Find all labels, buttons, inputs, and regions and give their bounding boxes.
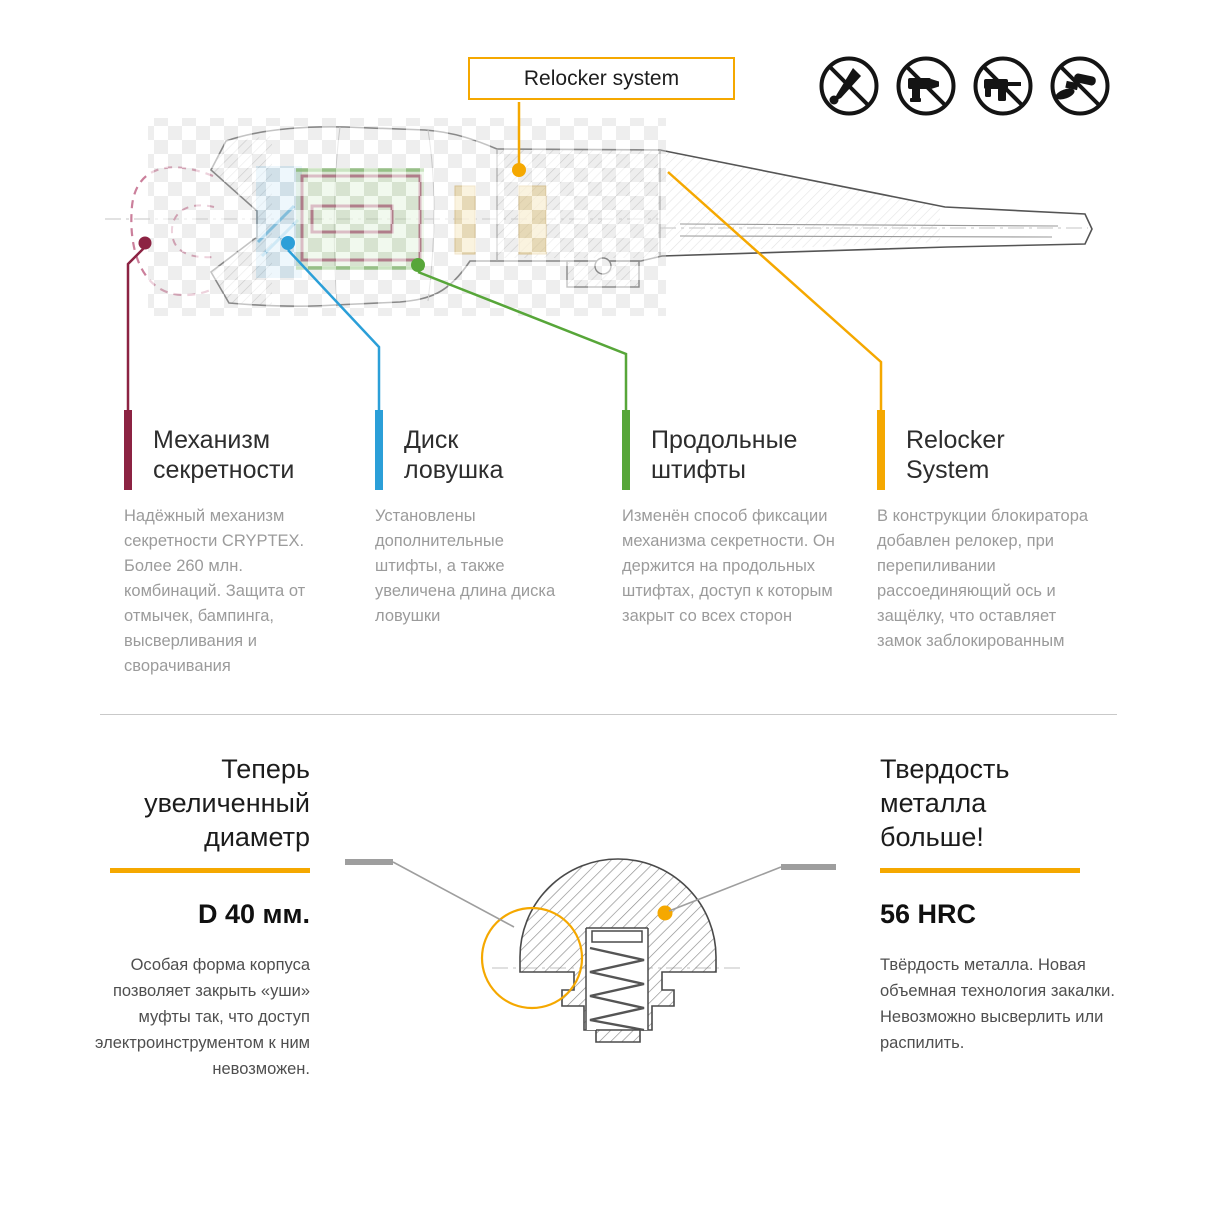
callout-color-bar	[375, 410, 383, 490]
callout-secret-mechanism: Механизм секретности Надёжный механизм с…	[124, 410, 322, 679]
pixelated-overlay	[148, 118, 666, 316]
diameter-feature-block: Теперь увеличенный диаметр D 40 мм. Особ…	[75, 752, 310, 1082]
diameter-highlight-circle	[480, 906, 584, 1010]
callout-title: Механизм секретности	[153, 426, 295, 484]
callout-title: Продольные штифты	[651, 426, 798, 484]
callout-body: В конструкции блокиратора добавлен релок…	[877, 507, 1089, 650]
callout-trap-disc: Диск ловушка Установлены дополнительные …	[375, 410, 567, 629]
no-engraver-icon	[819, 56, 879, 116]
yellow-dot	[512, 163, 526, 177]
lock-internal-zones	[148, 118, 666, 316]
no-drill-icon	[896, 56, 956, 116]
pin-section-drawing	[345, 858, 836, 1043]
relocker-system-callout-box: Relocker system	[468, 57, 735, 100]
callout-color-bar	[877, 410, 885, 490]
hardness-feature-block: Твердость металла больше! 56 HRC Твёрдос…	[880, 752, 1120, 1056]
feature-title: Теперь увеличенный диаметр	[144, 754, 310, 852]
section-divider	[100, 714, 1117, 715]
feature-body: Особая форма корпуса позволяет закрыть «…	[95, 956, 310, 1078]
callout-color-bar	[124, 410, 132, 490]
hardness-value: 56 HRC	[880, 899, 977, 929]
feature-title: Твердость металла больше!	[880, 754, 1010, 852]
no-hammer-drill-icon	[973, 56, 1033, 116]
yellow-underline	[110, 868, 310, 873]
blue-dot	[281, 236, 295, 250]
diameter-value: D 40 мм.	[198, 899, 310, 929]
prohibited-tools-row	[818, 55, 1111, 117]
relocker-box-label: Relocker system	[523, 66, 680, 90]
callout-relocker-system: Relocker System В конструкции блокиратор…	[877, 410, 1097, 654]
spring	[589, 946, 645, 1032]
callout-color-bar	[622, 410, 630, 490]
callout-body: Установлены дополнительные штифты, а так…	[375, 507, 556, 625]
yellow-underline	[880, 868, 1080, 873]
callout-title: Диск ловушка	[404, 426, 504, 484]
callout-leader-lines	[126, 102, 883, 410]
callout-body: Надёжный механизм секретности CRYPTEX. Б…	[124, 507, 306, 675]
callout-title: Relocker System	[906, 426, 1005, 484]
maroon-dot	[138, 236, 152, 250]
feature-body: Твёрдость металла. Новая объемная технол…	[880, 956, 1115, 1052]
no-angle-grinder-icon	[1050, 56, 1110, 116]
hardness-dot	[657, 905, 673, 921]
green-dot	[411, 258, 425, 272]
callout-body: Изменён способ фиксации механизма секрет…	[622, 507, 835, 625]
callout-longitudinal-pins: Продольные штифты Изменён способ фиксаци…	[622, 410, 848, 629]
